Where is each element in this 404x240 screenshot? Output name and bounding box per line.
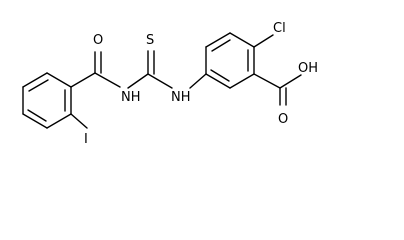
bond-right-ring-bottom-right xyxy=(229,73,255,89)
amine-nh-label: NH xyxy=(171,90,191,105)
sulfur-label: S xyxy=(146,33,154,48)
bond-left-ring-lower-left xyxy=(22,113,48,129)
chlorine-label: Cl xyxy=(273,21,286,36)
bond-right-ring-bottom-left xyxy=(205,73,231,89)
bond-right-ring-top-left-inner xyxy=(211,39,231,52)
carboxyl-oxygen-label: O xyxy=(278,112,288,127)
iodine-label: I xyxy=(84,132,88,147)
oxygen-carbonyl-label: O xyxy=(93,33,103,48)
bond-ring-to-carbonyl xyxy=(70,72,96,88)
bond-right-ring-bottom-left-inner xyxy=(210,69,230,82)
bond-carbonyl-to-amide-nh xyxy=(94,72,121,88)
bond-amide-nh-to-thiocarbonyl xyxy=(127,73,149,89)
bond-right-ring-top-right xyxy=(229,32,255,48)
bond-ring-to-carboxyl-carbon xyxy=(253,73,281,89)
bond-amine-nh-to-right-ring xyxy=(189,73,207,89)
bond-carboxyl-to-hydroxyl xyxy=(279,74,302,89)
bond-right-ring-top-left xyxy=(205,32,231,48)
bond-lines xyxy=(22,32,302,129)
bond-left-ring-top-inner xyxy=(28,79,49,92)
carboxyl-hydroxyl-label: OH xyxy=(298,61,318,76)
bond-left-ring-upper-right xyxy=(46,72,72,88)
bond-ring-to-iodine xyxy=(70,113,88,129)
bond-left-ring-top xyxy=(22,72,48,88)
bond-ring-to-chlorine xyxy=(253,34,274,48)
chemical-structure-diagram: O S Cl NH NH I O OH xyxy=(22,21,318,147)
bond-left-ring-lower-left-inner xyxy=(27,109,47,122)
amide-nh-label: NH xyxy=(121,90,141,105)
bond-left-ring-lower-right xyxy=(46,113,72,129)
bond-thiocarbonyl-to-amine-nh xyxy=(147,73,173,89)
atom-labels: O S Cl NH NH I O OH xyxy=(84,21,318,147)
